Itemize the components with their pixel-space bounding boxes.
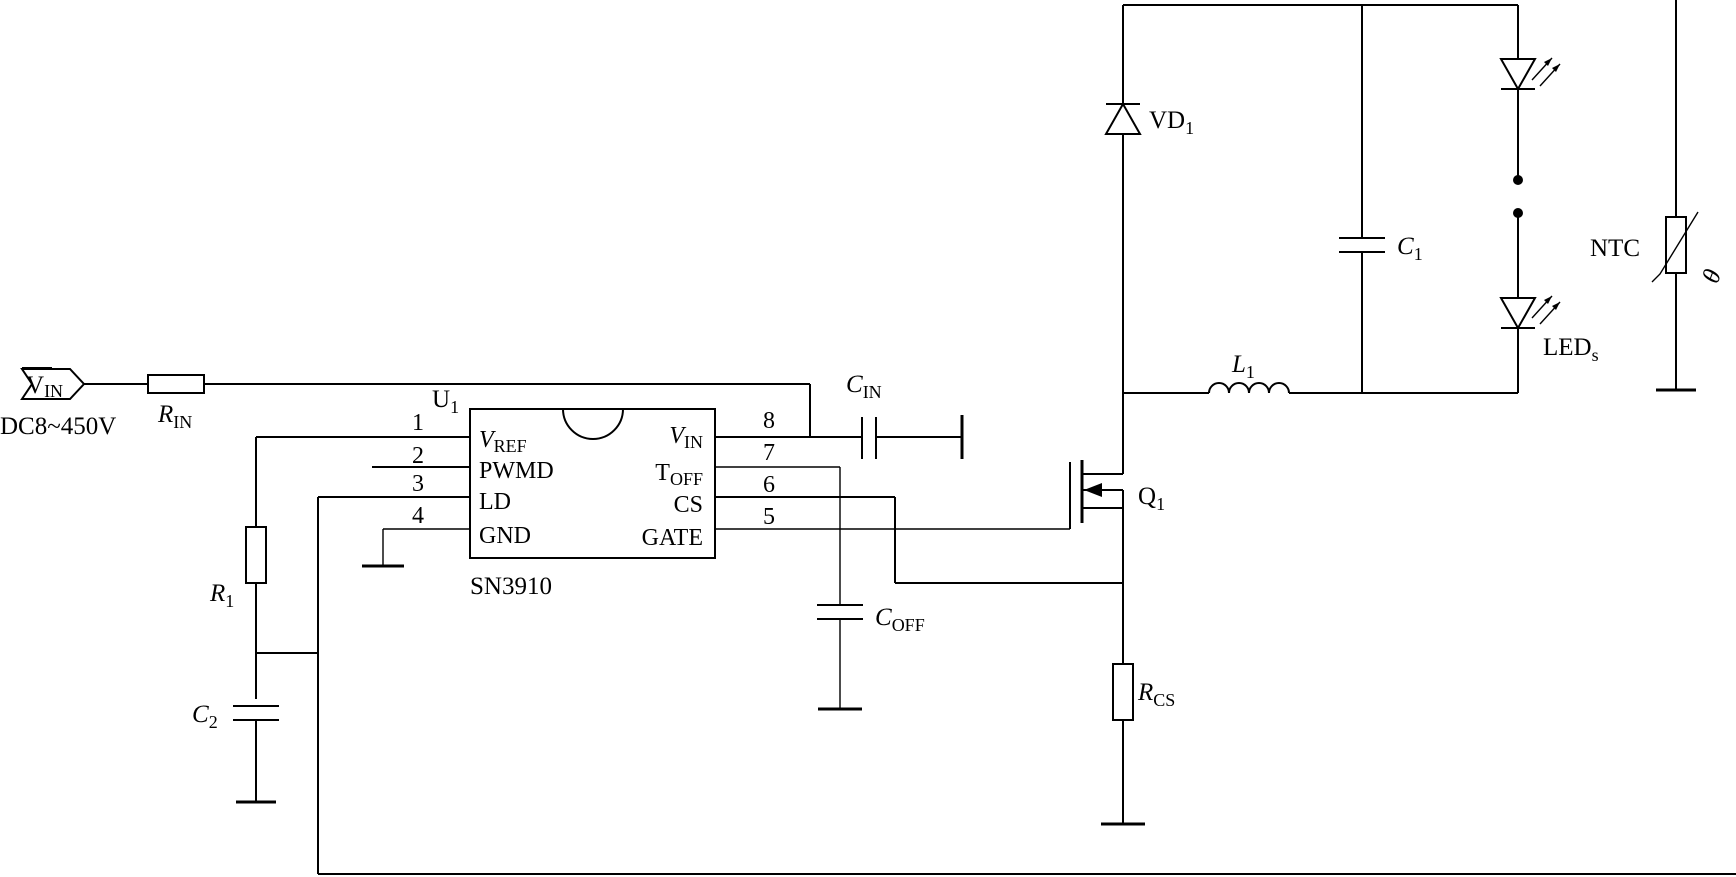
capacitor-cin (861, 417, 877, 459)
vin-input-terminal: VIN (20, 367, 86, 401)
pin-number-5: 5 (763, 504, 775, 530)
l1-label: L1 (1231, 351, 1255, 382)
pin-name-gnd: GND (479, 523, 531, 549)
pin-number-2: 2 (412, 443, 424, 469)
led-top (1499, 57, 1561, 92)
inductor-l1 (1208, 382, 1290, 394)
pin-number-4: 4 (412, 503, 424, 529)
led-bottom (1499, 295, 1561, 331)
pin-number-8: 8 (763, 408, 775, 434)
capacitor-coff (817, 604, 863, 620)
pin-number-1: 1 (412, 410, 424, 436)
ntc-label: NTC (1590, 235, 1640, 262)
pin-number-6: 6 (763, 472, 775, 498)
chip-part-number: SN3910 (470, 573, 552, 600)
leds-label: LEDs (1543, 334, 1599, 365)
diode-vd1 (1104, 101, 1142, 135)
coff-label: COFF (875, 604, 925, 635)
thermistor-ntc (1651, 211, 1699, 283)
resistor-rin (147, 374, 205, 394)
pin-name-vin: VIN (669, 423, 703, 452)
vin-label: VIN (26, 372, 63, 401)
cin-label: CIN (846, 371, 882, 402)
r1-label: R1 (209, 580, 234, 611)
pin-name-gate: GATE (642, 525, 703, 551)
pin-name-ld: LD (479, 489, 511, 515)
pin-name-toff: TOFF (655, 460, 703, 489)
rcs-label: RCS (1137, 679, 1175, 710)
pin-number-7: 7 (763, 440, 775, 466)
input-voltage-label: DC8~450V (0, 413, 116, 440)
capacitor-c1 (1339, 237, 1385, 253)
u1-label: U1 (432, 386, 459, 417)
rin-label: RIN (157, 401, 192, 432)
vd1-label: VD1 (1149, 107, 1194, 138)
pin-name-vref: VREF (479, 427, 527, 456)
capacitor-c2 (233, 705, 279, 721)
q1-label: Q1 (1138, 483, 1165, 514)
pin-name-pwmd: PWMD (479, 458, 554, 484)
led-continuation-dot-1 (1513, 175, 1523, 185)
pin-name-cs: CS (674, 492, 703, 518)
c2-label: C2 (192, 701, 218, 732)
theta-label: θ (1698, 266, 1728, 287)
resistor-rcs (1112, 663, 1134, 721)
c1-label: C1 (1397, 233, 1423, 264)
resistor-r1 (245, 526, 267, 584)
ic-sn3910 (469, 408, 716, 559)
mosfet-q1 (1069, 460, 1123, 529)
pin-number-3: 3 (412, 471, 424, 497)
